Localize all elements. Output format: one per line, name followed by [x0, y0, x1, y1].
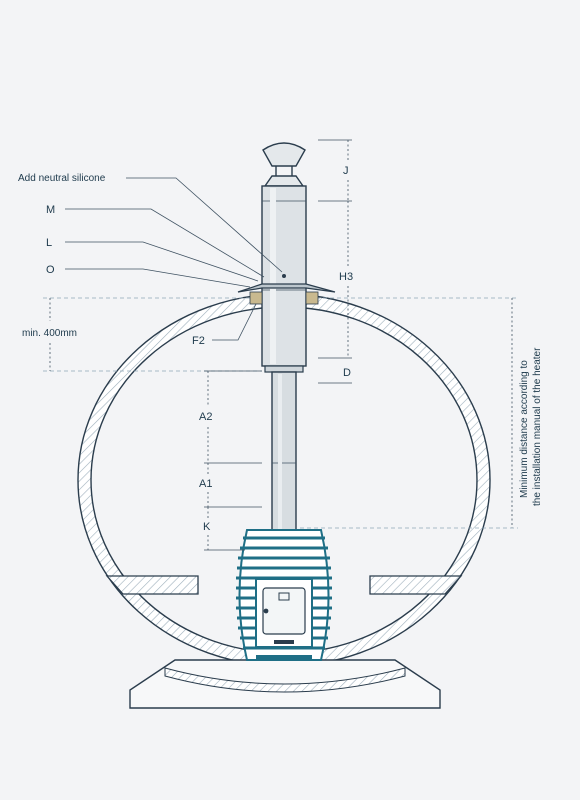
label-l: L	[46, 237, 52, 249]
chimney	[237, 142, 336, 533]
label-min-distance-line2: the installation manual of the heater	[532, 347, 543, 506]
label-k: K	[203, 521, 211, 533]
heater-ash-drawer	[274, 640, 294, 644]
barrel-cradle	[129, 659, 441, 709]
label-j: J	[343, 165, 349, 177]
labels: Add neutral silicone M L O min. 400mm F2…	[18, 165, 543, 533]
label-f2: F2	[192, 335, 205, 347]
label-add-neutral-silicone: Add neutral silicone	[18, 173, 106, 184]
label-min-400mm: min. 400mm	[22, 328, 77, 339]
label-min-distance-line1: Minimum distance according to	[519, 360, 530, 498]
floor-section	[164, 667, 406, 693]
smoke-pipe	[271, 371, 297, 533]
barrel-wall	[77, 293, 491, 667]
leader-lines	[65, 177, 283, 341]
sauna-barrel	[77, 293, 491, 667]
pipe-highlight	[270, 188, 276, 364]
label-d: D	[343, 367, 351, 379]
heater-door	[262, 587, 306, 635]
bench-left	[105, 575, 199, 595]
heater-foot	[256, 655, 312, 661]
pipe-end-collar	[264, 365, 304, 373]
fire-insulation-right	[305, 291, 319, 305]
silicone-point	[282, 274, 286, 278]
dimension-lines	[49, 139, 513, 551]
label-o: O	[46, 264, 55, 276]
label-h3: H3	[339, 271, 353, 283]
label-m: M	[46, 204, 55, 216]
label-a1: A1	[199, 478, 212, 490]
bench-right	[369, 575, 463, 595]
benches	[105, 575, 463, 595]
insulated-pipe	[261, 185, 307, 367]
heater-logo-icon	[278, 592, 290, 601]
roof-flashing	[237, 283, 336, 293]
sauna-heater	[236, 529, 332, 661]
heater-door-handle-icon	[263, 608, 269, 614]
rain-cap	[262, 142, 306, 167]
label-a2: A2	[199, 411, 212, 423]
top-collar	[263, 175, 305, 187]
fire-insulation	[249, 291, 263, 305]
